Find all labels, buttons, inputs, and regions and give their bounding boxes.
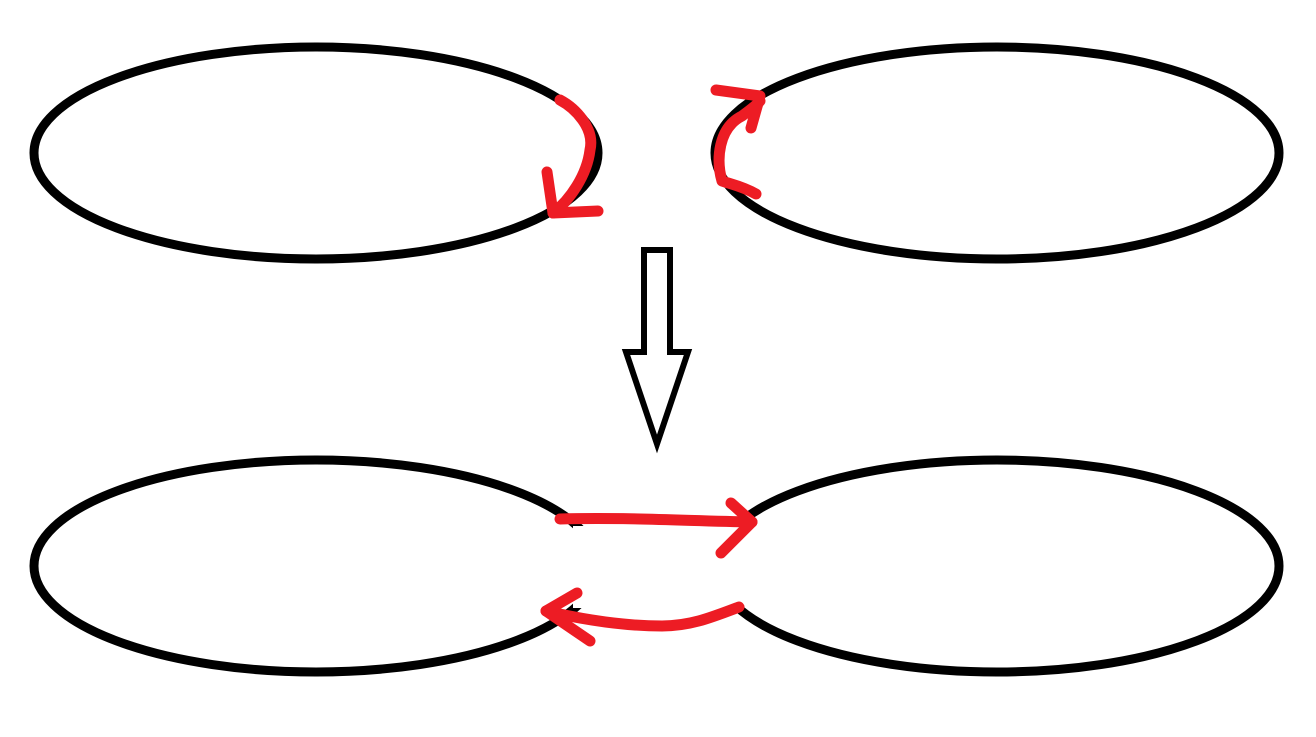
junction-gap — [573, 526, 743, 608]
bottom-upper-connector-arrowhead-icon — [715, 497, 758, 559]
hollow-down-arrow-icon — [621, 247, 693, 454]
top-right-ellipse — [710, 42, 1284, 264]
bottom-right-ellipse — [710, 455, 1284, 677]
top-left-curved-arrowhead-icon — [541, 166, 604, 219]
top-left-ellipse — [29, 42, 603, 264]
top-left-curved-arrow-icon — [547, 94, 597, 219]
bottom-lower-connector-arrowhead-icon — [540, 587, 596, 647]
bottom-upper-connector-arrow-icon — [554, 512, 758, 528]
bottom-left-ellipse — [29, 455, 603, 677]
bottom-lower-connector-arrow-icon — [540, 601, 745, 632]
top-right-curved-arrowhead-icon — [710, 84, 766, 134]
